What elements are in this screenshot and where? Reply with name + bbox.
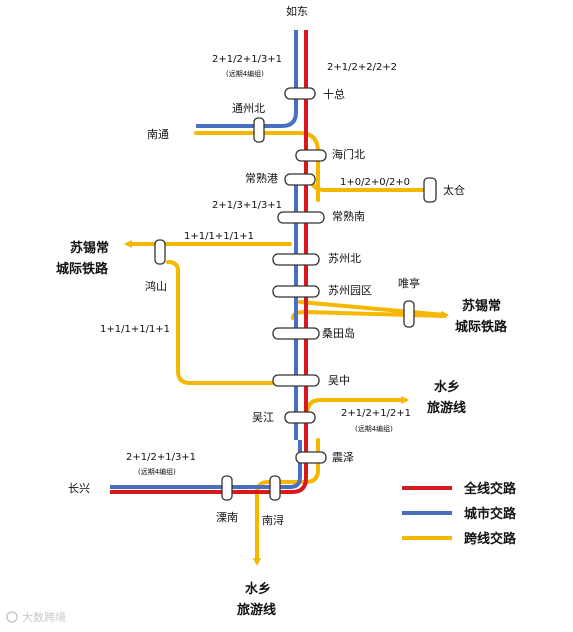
station-nantong: 南通	[147, 128, 169, 141]
station-changxing: 长兴	[68, 482, 90, 495]
marker-suzhoubei[interactable]	[272, 253, 320, 266]
marker-changshugang[interactable]	[284, 173, 316, 186]
route-blue-bottom	[110, 440, 302, 489]
station-nanxun: 南浔	[262, 514, 284, 527]
route-red-main	[110, 30, 308, 494]
marker-shizong[interactable]	[284, 87, 316, 100]
destination-sxc-right-line1: 苏锡常	[462, 298, 501, 314]
watermark: 大数跨境	[6, 610, 66, 624]
destination-sxc-left-line1: 苏锡常	[70, 240, 109, 256]
station-changshugang: 常熟港	[245, 171, 278, 185]
pattern-top-left: 2+1/2+1/3+1	[212, 54, 282, 65]
marker-sangtiandao[interactable]	[272, 327, 320, 340]
marker-sxc-left[interactable]	[154, 239, 166, 265]
station-zhenze: 震泽	[332, 451, 354, 464]
watermark-logo-icon	[6, 611, 18, 623]
pattern-wujiang-right: 2+1/2+1/2+1	[341, 408, 411, 419]
route-sxc-right-yellow	[298, 300, 449, 319]
pattern-bottom-left: 2+1/2+1/3+1	[126, 452, 196, 463]
destination-water-right-line2: 旅游线	[427, 400, 466, 416]
destination-sxc-right-line2: 城际铁路	[455, 319, 508, 335]
destination-labels: 苏锡常 城际铁路 苏锡常 城际铁路 水乡 旅游线 水乡 旅游线	[56, 240, 508, 618]
station-sangtiandao: 桑田岛	[322, 326, 355, 340]
marker-suzhouyuanqu[interactable]	[272, 285, 320, 298]
destination-water-bottom-line1: 水乡	[245, 581, 271, 597]
station-haimenbei: 海门北	[332, 147, 365, 161]
pattern-mid-left: 2+1/3+1/3+1	[212, 200, 282, 211]
cross-line-routes	[124, 131, 449, 566]
station-suzhouyuanqu: 苏州园区	[328, 284, 372, 297]
marker-wujiang[interactable]	[284, 411, 316, 424]
marker-zhenze[interactable]	[295, 451, 327, 464]
pattern-taicang: 1+0/2+0/2+0	[340, 177, 410, 188]
station-labels: 如东 十总 通州北 南通 海门北 常熟港 太仓 常熟南 苏州北 苏州园区 唯亭 …	[68, 4, 465, 527]
legend-label-full: 全线交路	[463, 481, 517, 497]
destination-water-right-line1: 水乡	[434, 379, 460, 395]
station-lixnan: 溧南	[216, 510, 238, 524]
destination-water-bottom-line2: 旅游线	[237, 602, 276, 618]
route-water-bottom-yellow	[253, 438, 320, 566]
marker-changshunan[interactable]	[277, 211, 325, 224]
pattern-top-right: 2+1/2+2/2+2	[327, 62, 397, 73]
marker-lixnan[interactable]	[221, 475, 233, 501]
station-wuzhong: 吴中	[328, 374, 350, 387]
pattern-wujiang-note: (远期4编组)	[355, 424, 393, 433]
marker-haimenbei[interactable]	[295, 149, 327, 162]
marker-taicang[interactable]	[423, 177, 437, 203]
station-shizong: 十总	[323, 87, 345, 101]
legend: 全线交路 城市交路 跨线交路	[402, 481, 517, 547]
route-blue-top	[196, 30, 298, 128]
marker-tongzhoubei[interactable]	[253, 117, 265, 143]
station-markers	[154, 87, 437, 501]
pattern-labels: 2+1/2+1/3+1 (远期4编组) 2+1/2+2/2+2 1+0/2+0/…	[100, 54, 411, 476]
station-tongzhoubei: 通州北	[232, 102, 265, 115]
destination-sxc-left-line2: 城际铁路	[56, 261, 109, 277]
station-wujiang: 吴江	[252, 411, 274, 424]
pattern-sxc-lower: 1+1/1+1/1+1	[100, 324, 170, 335]
station-changshunan: 常熟南	[332, 209, 365, 223]
route-honshan-loop-yellow	[166, 260, 302, 385]
station-taicang: 太仓	[443, 183, 465, 197]
legend-label-cross: 跨线交路	[464, 531, 517, 547]
legend-label-city: 城市交路	[464, 506, 517, 522]
station-suzhoubei: 苏州北	[328, 252, 361, 265]
marker-wuzhong[interactable]	[272, 374, 320, 387]
pattern-sxc-upper: 1+1/1+1/1+1	[184, 231, 254, 242]
full-line-route	[110, 30, 308, 494]
pattern-bottom-left-note: (远期4编组)	[138, 467, 176, 476]
marker-weiting[interactable]	[403, 300, 415, 328]
station-rudong: 如东	[286, 4, 308, 18]
station-weiting: 唯亭	[398, 276, 420, 290]
pattern-top-left-note: (远期4编组)	[226, 69, 264, 78]
station-honshan: 鸿山	[145, 279, 167, 293]
route-nantong-yellow	[194, 131, 320, 202]
marker-nanxun[interactable]	[269, 475, 281, 501]
watermark-text: 大数跨境	[22, 610, 66, 624]
